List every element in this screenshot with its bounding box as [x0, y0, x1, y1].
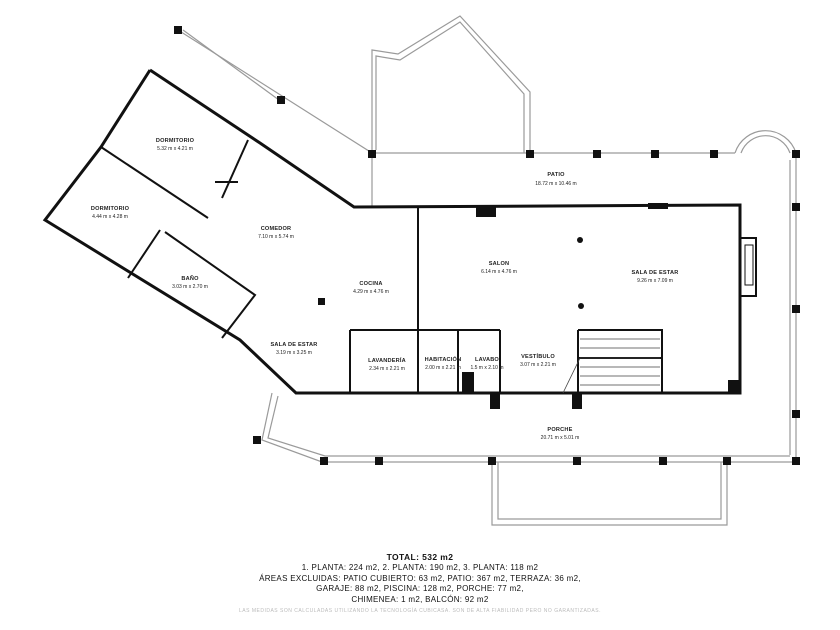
room-name-sala-estar-right: SALA DE ESTAR [631, 270, 678, 276]
stairs [562, 338, 660, 394]
room-dims-sala-estar-left: 3.19 m x 3.25 m [276, 350, 312, 356]
area-summary: TOTAL: 532 m2 1. PLANTA: 224 m2, 2. PLAN… [0, 552, 840, 605]
room-dims-patio: 18.72 m x 10.46 m [535, 181, 576, 187]
room-labels: PATIO 18.72 m x 10.46 m DORMITORIO 5.32 … [91, 138, 678, 441]
interior-walls [100, 139, 663, 393]
exterior-walls [42, 68, 742, 395]
total-area: TOTAL: 532 m2 [386, 552, 454, 562]
room-name-lavanderia: LAVANDERÍA [368, 356, 406, 364]
posts [174, 26, 800, 465]
room-dims-vestibulo: 3.07 m x 2.21 m [520, 362, 556, 368]
room-name-bano: BAÑO [181, 275, 199, 282]
room-name-lavabo: LAVABO [475, 357, 499, 363]
room-dims-bano: 3.03 m x 2.70 m [172, 284, 208, 290]
room-name-salon: SALON [489, 261, 510, 267]
summary-line-3: GARAJE: 88 m2, PISCINA: 128 m2, PORCHE: … [316, 584, 524, 593]
room-name-sala-estar-left: SALA DE ESTAR [270, 342, 317, 348]
summary-line-1: 1. PLANTA: 224 m2, 2. PLANTA: 190 m2, 3.… [301, 563, 539, 572]
room-name-habitacion: HABITACIÓN [425, 355, 462, 363]
disclaimer-text: LAS MEDIDAS SON CALCULADAS UTILIZANDO LA… [239, 608, 601, 614]
room-name-porche: PORCHE [547, 427, 572, 433]
outdoor-lines [177, 15, 797, 526]
room-dims-dormitorio-2: 4.44 m x 4.28 m [92, 214, 128, 220]
room-dims-porche: 20.71 m x 5.01 m [541, 435, 580, 441]
room-dims-comedor: 7.10 m x 5.74 m [258, 234, 294, 240]
room-dims-cocina: 4.29 m x 4.76 m [353, 289, 389, 295]
room-name-comedor: COMEDOR [261, 226, 292, 232]
summary-line-2: ÁREAS EXCLUIDAS: PATIO CUBIERTO: 63 m2, … [259, 573, 581, 583]
floor-plan: PATIO 18.72 m x 10.46 m DORMITORIO 5.32 … [42, 15, 800, 526]
summary-line-4: CHIMENEA: 1 m2, BALCÓN: 92 m2 [351, 594, 489, 604]
room-name-patio: PATIO [547, 172, 565, 178]
room-dims-lavabo: 1.5 m x 2.10 m [470, 365, 503, 371]
room-name-dormitorio-1: DORMITORIO [156, 138, 195, 144]
room-dims-dormitorio-1: 5.32 m x 4.21 m [157, 146, 193, 152]
room-name-vestibulo: VESTÍBULO [521, 352, 555, 360]
room-dims-sala-estar-right: 9.26 m x 7.09 m [637, 278, 673, 284]
room-dims-salon: 6.14 m x 4.76 m [481, 269, 517, 275]
room-dims-lavanderia: 2.34 m x 2.21 m [369, 366, 405, 372]
room-name-dormitorio-2: DORMITORIO [91, 206, 130, 212]
room-name-cocina: COCINA [359, 281, 382, 287]
room-dims-habitacion: 2.00 m x 2.21 m [425, 365, 461, 371]
fixtures [318, 203, 757, 409]
